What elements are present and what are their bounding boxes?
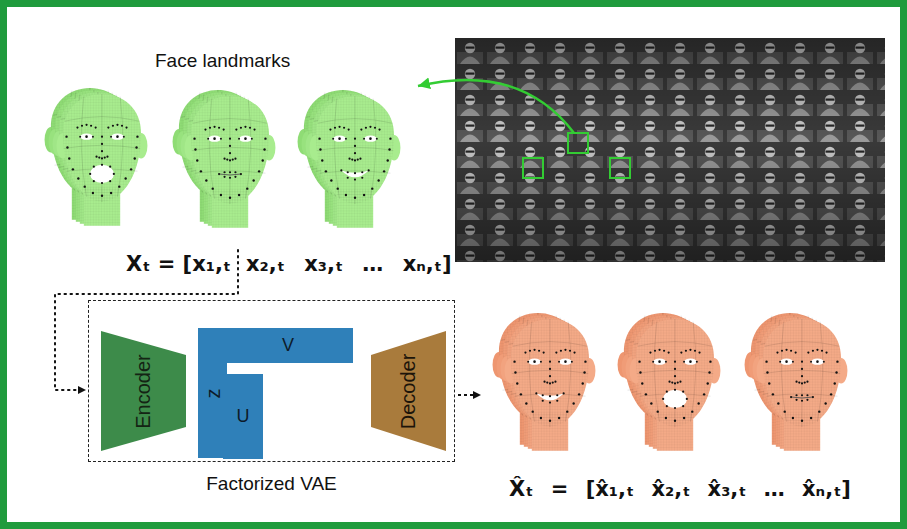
- output-arrow: [458, 394, 481, 396]
- math-expression: x₂,ₜ x₃,ₜ … xₙ,ₜ]: [246, 252, 452, 276]
- output-face-stack: [618, 313, 721, 451]
- block-label: U: [237, 406, 250, 427]
- block-label: Decoder: [397, 353, 420, 429]
- dashed-group-box: Factorized VAEEncoderzVUDecoder: [88, 300, 455, 462]
- encoder-block: Encoder: [101, 331, 186, 451]
- section-title: Face landmarks: [155, 50, 290, 72]
- input-face-stack: [173, 90, 276, 228]
- math-expression: X̂ₜ = [x̂₁,ₜ x̂₂,ₜ x̂₃,ₜ … x̂ₙ,ₜ]: [509, 477, 851, 501]
- factor-block: V: [223, 328, 353, 363]
- factor-block: U: [223, 374, 263, 459]
- decoder-block: Decoder: [371, 331, 446, 451]
- input-face-stack: [298, 90, 401, 228]
- output-face-stack: [493, 313, 596, 451]
- input-face-stack: [45, 88, 148, 226]
- block-outline: [371, 331, 446, 451]
- output-face-stack: [745, 313, 848, 451]
- pointer-arrow: [418, 80, 574, 133]
- group-caption: Factorized VAE: [89, 473, 454, 495]
- block-outline: [101, 331, 186, 451]
- math-expression: Xₜ = [x₁,ₜ: [126, 252, 231, 276]
- block-label: Encoder: [132, 354, 155, 429]
- block-label: V: [282, 335, 294, 356]
- block-label: z: [201, 388, 224, 398]
- audience-photo: [455, 38, 885, 262]
